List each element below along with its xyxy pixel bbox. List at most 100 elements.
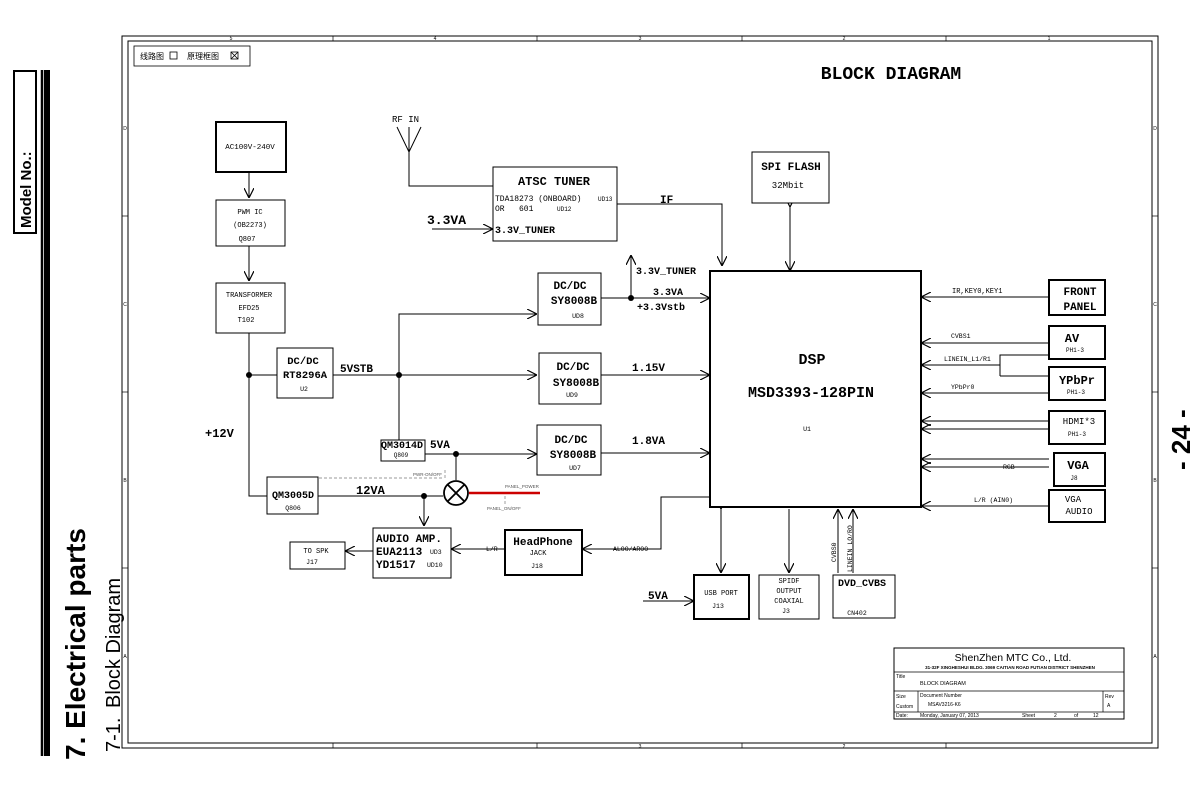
signal-5va: 5VA [430,440,450,452]
block-audio-amp-line2: EUA2113 [376,547,423,559]
control-lines [289,468,506,505]
frame-row-label: C [1153,302,1157,308]
block-ud9-line1: DC/DC [556,362,589,374]
block-vga-audio-line2: AUDIO [1065,507,1092,517]
block-vga [1053,452,1106,487]
block-hdmi-ref: PH1-3 [1068,431,1086,438]
frame-row-label: A [123,654,127,660]
signal-12v: +12V [205,427,235,441]
signal-3v3stb: +3.3Vstb [637,302,685,314]
block-spi-flash-line1: SPI FLASH [761,162,820,174]
tb-address: 31-32F XINGHESHUI BLDG. 3069 CAITIAN ROA… [925,665,1095,670]
frame-row-label: B [123,478,127,484]
tb-docnum-label: Document Number [920,693,962,699]
block-vga-audio-line1: VGA [1065,495,1082,505]
block-hdmi-label: HDMI*3 [1063,417,1095,427]
frame-row-label: D [1153,126,1157,132]
tb-rev-label: Rev [1105,694,1114,700]
signal-panel-power: PANEL_POWER [505,484,540,489]
block-dcdc-ud9 [538,352,602,405]
block-headphone-line1: HeadPhone [513,537,573,549]
block-ypbpr [1048,366,1106,401]
wire-if [617,203,722,266]
signal-ypbpr0: YPbPr0 [951,384,975,391]
signal-1v8a: 1.8VA [632,436,665,448]
frame-row-label: B [1153,478,1157,484]
block-pwm-ic-line2: (OB2273) [233,222,267,230]
block-ud9-ref: UD9 [566,392,578,399]
block-vga-ref: J8 [1070,475,1078,482]
block-front-panel-line1: FRONT [1063,287,1096,299]
signal-linein-l1: LINEIN_L1/R1 [944,356,991,363]
tb-date-value: Monday, January 07, 2013 [920,713,979,719]
block-hdmi [1048,410,1106,445]
block-audio-amp-line3: YD1517 [376,560,416,572]
signal-cvbs0: CVBS0 [831,542,838,562]
block-atsc-tuner-title: ATSC TUNER [518,175,591,189]
tb-of-label: of [1074,713,1079,719]
tb-of-value: 12 [1093,713,1099,719]
block-dsp-chip: MSD3393-128PIN [748,385,874,402]
tb-size-label: Size [896,694,906,700]
frame-col-label: 3 [639,36,642,42]
block-ud8-ref: UD8 [572,313,584,320]
block-rt8296a-ref: U2 [300,386,308,393]
rf-antenna [396,126,493,187]
frame-col-label: 4 [434,36,437,42]
block-audio-amp-line1: AUDIO AMP. [376,534,442,546]
signal-panel-onoff: PANEL_ON/OFF [487,506,521,511]
block-ud9-line2: SY8008B [553,378,600,390]
block-spdif-line3: COAXIAL [774,598,803,606]
subsection-title: Block Diagram [103,578,125,708]
tb-title-value: BLOCK DIAGRAM [920,681,966,687]
drawing-frame: 5 4 3 2 1 3 2 D C B A D C B A [121,35,1159,750]
signal-usb-5va: 5VA [648,591,668,603]
signal-pwr-onoff: PWR-ON/OFF [413,472,442,477]
model-no-label: Model No.: [18,151,35,228]
block-atsc-tuner-ref1: UD13 [598,196,613,203]
legend-box: 线路图 原理框图 [133,45,251,67]
block-qm3014d-ref: Q809 [394,452,409,459]
block-headphone-jack [504,529,583,576]
signal-1v15: 1.15V [632,363,665,375]
legend-checkbox-checked [230,51,239,60]
block-ypbpr-ref: PH1-3 [1067,389,1085,396]
frame-col-label: 2 [843,36,846,42]
block-rt8296a-line1: DC/DC [287,356,319,368]
block-dsp [709,270,922,508]
side-labels: Model No.: 7. Electrical parts 7-1. Bloc… [13,70,1196,760]
block-audio-amp-ref1: UD3 [430,549,442,556]
block-usb-port-ref: J13 [712,603,724,610]
power-chain [249,173,537,551]
block-ud8-line1: DC/DC [553,281,586,293]
legend-item-schematic: 线路图 [140,51,164,61]
tb-date-label: Date: [896,713,908,719]
block-transformer-line2: EFD25 [238,305,259,313]
signal-rgb: RGB [1003,464,1015,471]
tb-rev-value: A [1107,703,1111,709]
diagram-title: BLOCK DIAGRAM [821,65,961,85]
frame-col-label: 1 [1048,36,1051,42]
model-no-box [13,70,37,234]
signal-12va: 12VA [356,484,386,498]
section-title: 7. Electrical parts [60,528,91,760]
block-rt8296a-line2: RT8296A [283,370,328,382]
block-qm3014d-label: QM3014D [381,441,423,452]
block-spi-flash-line2: 32Mbit [772,181,804,191]
block-ac-input-label: AC100V-240V [225,144,275,152]
block-atsc-tuner-ref2: UD12 [557,206,572,213]
signal-3v3-tuner: 3.3V_TUNER [636,267,696,278]
tb-docnum-value: MSAV3216-K6 [928,702,961,708]
block-dsp-ref: U1 [803,426,811,433]
block-audio-amp-ref2: UD10 [427,562,443,569]
tb-company: ShenZhen MTC Co., Ltd. [955,652,1072,664]
right-input-wires [921,297,1049,506]
signal-cvbs1: CVBS1 [951,333,971,340]
frame-col-label: 2 [843,744,846,750]
block-dvd-cvbs-ref: CN402 [847,610,867,617]
block-atsc-tuner [492,166,618,242]
signal-aloo: ALOO/AROO [613,546,648,553]
block-av-ref: PH1-3 [1066,347,1084,354]
block-front-panel-line2: PANEL [1063,302,1096,314]
signal-3v3a: 3.3VA [653,288,683,299]
